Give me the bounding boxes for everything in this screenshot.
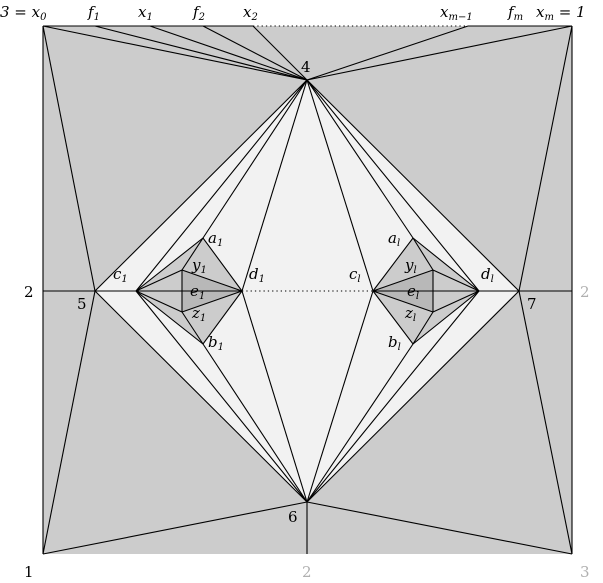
label-bl: bl [388,333,401,353]
label-b1: b1 [208,333,224,353]
label-cl: cl [349,265,361,285]
label-vertex-7: 7 [527,295,537,313]
label-e1: e1 [190,282,205,302]
label-vertex-4: 4 [301,58,311,76]
label-right-2: 2 [580,283,590,301]
label-corner-1: 1 [24,563,34,581]
label-vertex-5: 5 [77,295,87,313]
label-dl: dl [481,265,494,285]
label-x0: 3 = x0 [0,3,47,23]
label-bottom-2: 2 [302,563,312,581]
label-vertex-6: 6 [288,508,298,526]
label-left-2: 2 [24,283,34,301]
label-f1: f1 [87,3,100,23]
outer-edges [42,25,573,554]
label-x1: x1 [138,3,153,23]
label-y1: y1 [191,256,207,276]
right-gadget-edges [372,237,480,345]
label-corner-3: 3 [580,563,590,581]
label-d1: d1 [249,265,265,285]
top-fan [42,25,573,81]
central-diamond [94,79,520,503]
left-gadget-edges [135,237,243,345]
label-f2: f2 [192,3,205,23]
label-z1: z1 [191,304,206,324]
label-zl: zl [404,304,416,324]
label-yl: yl [404,256,417,276]
inner-fan [135,79,480,503]
label-c1: c1 [113,265,128,285]
label-a1: a1 [208,229,223,249]
label-xm1: xm−1 [440,3,473,23]
label-el: el [407,282,419,302]
label-al: al [388,229,400,249]
label-x2: x2 [243,3,258,23]
label-fm: fm [507,3,523,23]
corner-edges [42,25,573,555]
label-xm: xm = 1 [536,3,586,23]
